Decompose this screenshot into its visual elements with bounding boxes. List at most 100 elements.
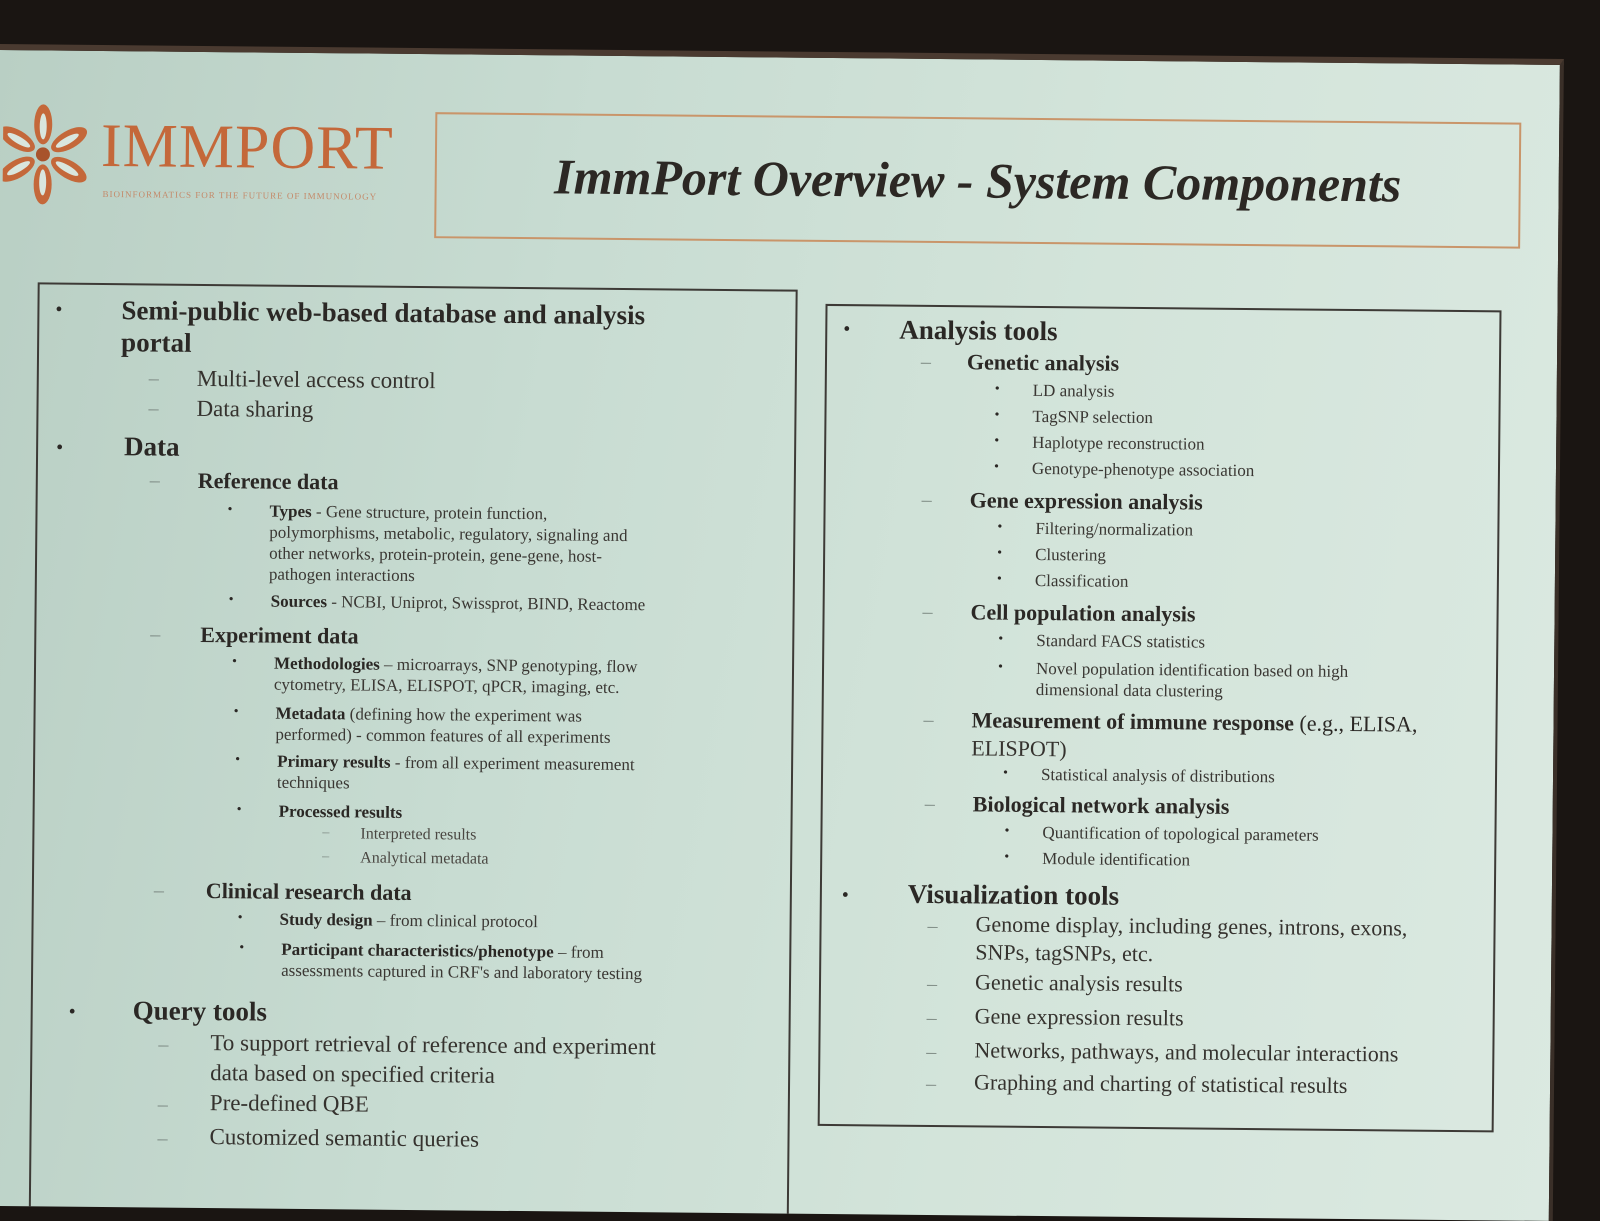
dash-marker: –	[926, 1006, 937, 1030]
dash-marker: –	[153, 879, 164, 902]
query-item: Pre-defined QBE	[209, 1090, 370, 1117]
dash-marker: –	[157, 1127, 168, 1150]
dash-marker: –	[322, 825, 330, 841]
bullet-marker: •	[841, 884, 849, 907]
right-panel: • Analysis tools – Genetic analysis • LD…	[817, 303, 1502, 1133]
processed-item: Analytical metadata	[360, 849, 489, 868]
sources-label: Sources	[270, 591, 328, 612]
portal-heading-line1: Semi-public web-based database and analy…	[121, 295, 646, 331]
portal-heading-line2: portal	[120, 327, 192, 358]
bullet-marker: •	[239, 940, 245, 956]
types-cont: pathogen interactions	[268, 564, 415, 586]
bullet-marker: •	[997, 519, 1003, 535]
bullet-marker: •	[56, 436, 64, 459]
primary-cont: techniques	[276, 772, 350, 793]
immport-logo: IMMPORT BIOINFORMATICS FOR THE FUTURE OF…	[2, 96, 423, 230]
bullet-marker: •	[236, 802, 242, 818]
dash-marker: –	[148, 397, 159, 420]
query-heading: Query tools	[132, 995, 268, 1027]
sources-text: - NCBI, Uniprot, Swissprot, BIND, Reacto…	[331, 592, 646, 615]
title-box: ImmPort Overview - System Components	[434, 112, 1522, 249]
types-label: Types	[269, 501, 312, 522]
dash-marker: –	[921, 488, 932, 511]
methodologies-label: Methodologies	[273, 653, 380, 674]
query-item: Customized semantic queries	[209, 1124, 480, 1152]
primary-text: - from all experiment measurement	[394, 752, 635, 775]
metadata-text: (defining how the experiment was	[349, 704, 583, 726]
reference-heading: Reference data	[197, 467, 339, 495]
bullet-marker: •	[237, 910, 243, 926]
cellpop-item: Novel population identification based on…	[1035, 658, 1349, 681]
methodologies-cont: cytometry, ELISA, ELISPOT, qPCR, imaging…	[273, 674, 620, 697]
visualization-item: Gene expression results	[974, 1003, 1184, 1031]
network-heading: Biological network analysis	[972, 791, 1230, 819]
metadata-line: Metadata (defining how the experiment wa…	[275, 703, 582, 727]
network-item: Quantification of topological parameters	[1042, 823, 1319, 845]
metadata-label: Metadata	[275, 703, 346, 724]
expression-item: Clustering	[1035, 544, 1107, 565]
dash-marker: –	[923, 708, 934, 731]
bullet-marker: •	[998, 631, 1004, 647]
cellpop-item-cont: dimensional data clustering	[1035, 679, 1223, 701]
genetic-item: Genotype-phenotype association	[1031, 458, 1255, 481]
query-item-cont: data based on specified criteria	[210, 1060, 496, 1088]
bullet-marker: •	[997, 545, 1003, 561]
visualization-item-cont: SNPs, tagSNPs, etc.	[975, 939, 1154, 967]
participant-text: – from	[557, 942, 604, 962]
genetic-item: TagSNP selection	[1032, 406, 1154, 428]
types-line: Types - Gene structure, protein function…	[269, 501, 547, 525]
primary-label: Primary results	[277, 751, 391, 772]
genetic-item: LD analysis	[1032, 380, 1115, 401]
bullet-marker: •	[994, 407, 1000, 423]
types-text: - Gene structure, protein function,	[315, 502, 548, 524]
visualization-item: Networks, pathways, and molecular intera…	[974, 1037, 1399, 1067]
dash-marker: –	[322, 849, 330, 865]
logo-tagline: BIOINFORMATICS FOR THE FUTURE OF IMMUNOL…	[102, 188, 378, 202]
bullet-marker: •	[68, 1000, 76, 1023]
projected-slide: IMMPORT BIOINFORMATICS FOR THE FUTURE OF…	[0, 44, 1564, 1221]
study-design-text: – from clinical protocol	[376, 910, 539, 932]
cellpop-item: Standard FACS statistics	[1036, 630, 1206, 652]
slide-title: ImmPort Overview - System Components	[553, 148, 1402, 213]
genetic-item: Haplotype reconstruction	[1032, 432, 1205, 454]
bullet-marker: •	[1002, 765, 1009, 781]
study-design-label: Study design	[279, 909, 373, 930]
bullet-marker: •	[232, 654, 238, 670]
immune-heading: Measurement of immune response	[971, 707, 1295, 736]
dash-marker: –	[157, 1093, 168, 1116]
immune-heading-line: Measurement of immune response (e.g., EL…	[971, 707, 1417, 737]
bullet-marker: •	[233, 704, 239, 720]
expression-item: Filtering/normalization	[1035, 518, 1194, 540]
bullet-marker: •	[993, 459, 999, 475]
expression-heading: Gene expression analysis	[969, 487, 1203, 515]
bullet-marker: •	[994, 433, 1000, 449]
bullet-marker: •	[994, 381, 1000, 397]
dash-marker: –	[920, 350, 932, 373]
bullet-marker: •	[227, 502, 233, 518]
processed-label: Processed results	[278, 801, 403, 822]
bullet-marker: •	[997, 659, 1004, 675]
genetic-heading: Genetic analysis	[966, 349, 1120, 376]
bullet-marker: •	[1004, 823, 1010, 839]
cellpop-heading: Cell population analysis	[970, 599, 1196, 627]
dash-marker: –	[927, 914, 938, 938]
dash-marker: –	[924, 792, 935, 816]
sources-line: Sources - NCBI, Uniprot, Swissprot, BIND…	[271, 591, 646, 616]
metadata-cont: performed) - common features of all expe…	[275, 724, 611, 747]
dash-marker: –	[926, 972, 938, 996]
bullet-marker: •	[996, 571, 1002, 587]
dash-marker: –	[926, 1040, 937, 1064]
dash-marker: –	[158, 1033, 169, 1056]
analysis-heading: Analysis tools	[899, 314, 1058, 347]
methodologies-text: – microarrays, SNP genotyping, flow	[384, 654, 638, 677]
logo-wordmark: IMMPORT	[100, 111, 395, 183]
processed-line: Processed results	[279, 801, 403, 823]
portal-item: Data sharing	[196, 395, 314, 423]
bullet-marker: •	[228, 592, 234, 608]
network-item: Module identification	[1042, 849, 1191, 870]
participant-cont: assessments captured in CRF's and labora…	[281, 960, 643, 984]
expression-item: Classification	[1034, 570, 1129, 591]
dash-marker: –	[922, 600, 933, 623]
bullet-marker: •	[235, 752, 241, 768]
immune-heading-line2: ELISPOT)	[971, 735, 1067, 762]
